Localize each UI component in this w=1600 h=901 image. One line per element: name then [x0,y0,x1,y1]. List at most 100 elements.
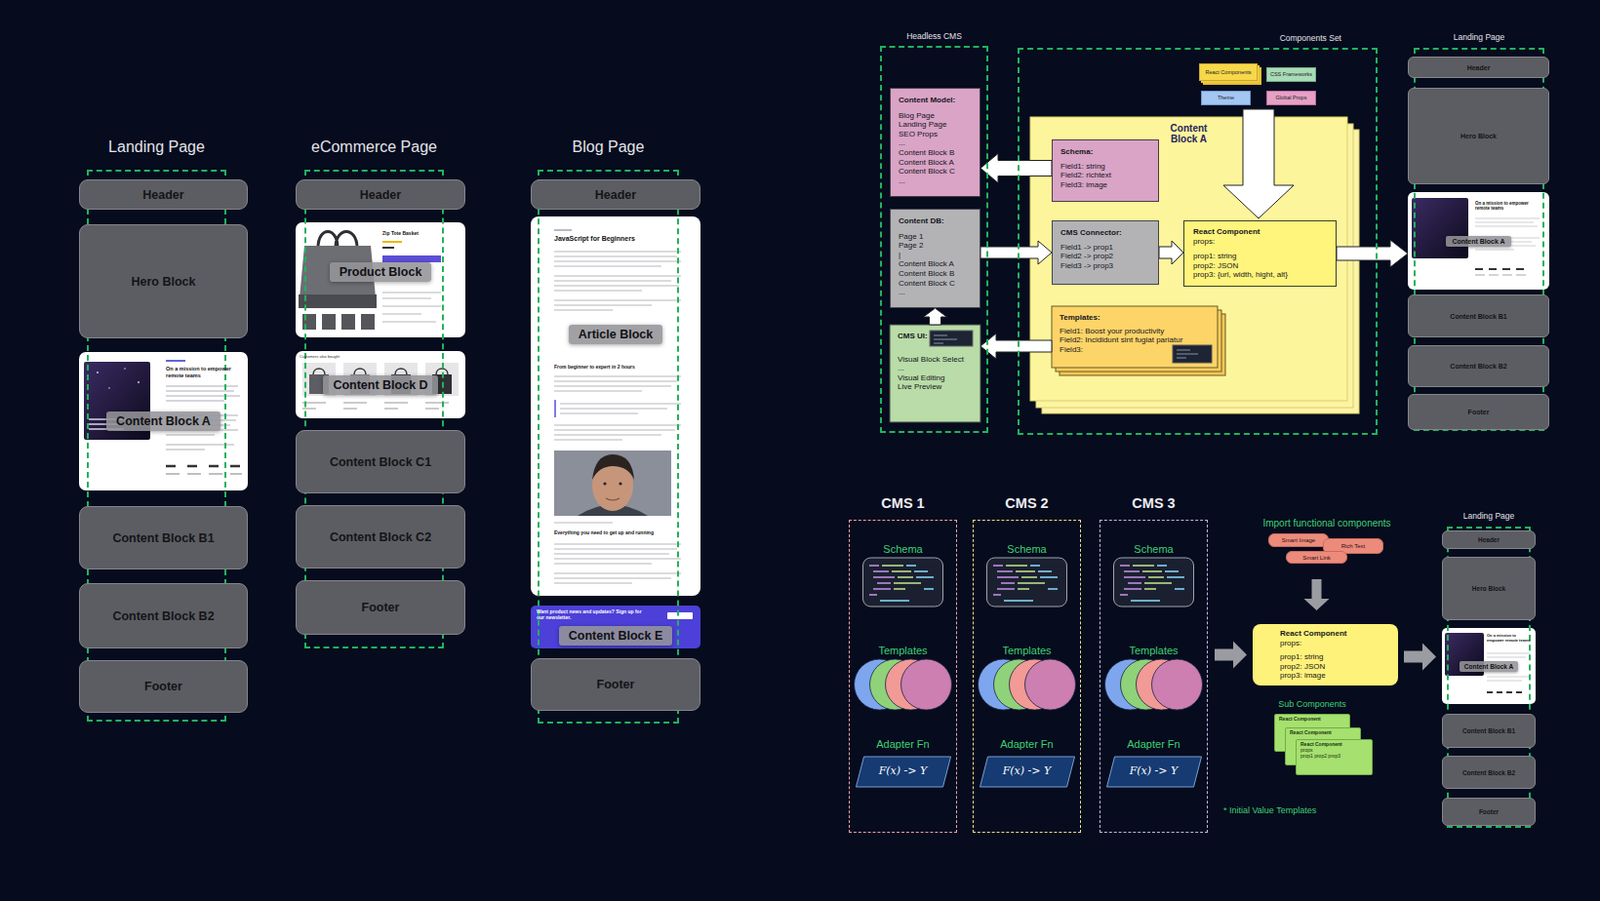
node-text: Schema [1006,543,1046,556]
cms-artwork [1120,565,1146,596]
component-panel-stack [1030,117,1360,414]
product-mockup [295,222,466,338]
node-text: Adapter Fn [1000,738,1053,751]
node-text: prop1: string [1193,251,1237,262]
cms-artwork [1009,659,1061,711]
landing-mockup-small [1475,268,1524,271]
node-text: Article Block [568,324,663,345]
article-mockup [554,400,557,418]
node-text: Content Block C2 [329,530,432,545]
mockup-block: Content Block D [295,351,466,419]
product-mockup [360,314,375,330]
info-box: CMS UI:Visual Block Select...Visual Edit… [889,324,981,423]
page-block: Content Block B1 [1441,714,1536,749]
info-box: Content DB:Page 1Page 2|Content Block AC… [889,208,981,309]
node-text: ... [898,176,906,187]
article-mockup [592,460,634,512]
cms-artwork [880,565,934,601]
cms-artwork [854,659,906,711]
node-text: Footer [597,678,636,692]
node-text: Page 2 [898,240,923,251]
flow-arrow [980,333,1052,360]
node-text: Content Block A [1160,122,1219,145]
product-row-mockup [295,351,466,419]
node-text: prop3: image [1280,671,1326,681]
flow-arrow [980,240,1052,265]
cms-artwork [856,757,952,788]
cms-column: CMS 3SchemaTemplatesAdapter FnF(x) -> Y [1098,519,1209,835]
page-column: Landing PageHeaderHero BlockContent Bloc… [1413,47,1545,432]
note-label: Sub Components [1268,699,1357,710]
node-text: Live Preview [897,382,942,393]
component-tag: CSS Frameworks [1266,67,1317,82]
landing-mockup-small [1441,628,1536,705]
node-text: Footer [361,600,400,615]
node-text: Smart Image [1281,537,1316,544]
cms-ui-panel [889,324,981,423]
page-block: Hero Block [1441,557,1536,621]
flow-arrow [980,154,1052,184]
node-text: F(x) -> Y [1129,764,1179,778]
node-text: prop1 prop2 prop3 [1300,754,1341,760]
region-heading: CMS 3 [1040,495,1268,512]
cms-artwork [1105,558,1203,788]
flow-arrow [1214,641,1247,670]
cms-region: Headless CMSContent Model:Blog PageLandi… [880,45,989,434]
node-text: F(x) -> Y [1002,764,1052,778]
page-block: Content Block C1 [295,430,466,494]
page-block: Footer [530,658,701,712]
page-block: Header [79,179,248,210]
node-text: Content Block C [898,279,956,289]
region-heading: Landing Page [1388,511,1590,521]
node-text: Landing Page [898,120,947,130]
node-text: Adapter Fn [1126,738,1180,751]
landing-mockup [123,367,126,370]
landing-mockup-small [1486,691,1522,694]
cms-ui-panel [933,335,958,344]
templates-block: Templates [1104,644,1203,712]
node-text: prop1: string [1280,652,1323,663]
node-text: ... [897,363,905,374]
page-block: Hero Block [79,224,248,339]
page-block: Content Block C2 [295,505,466,569]
product-mockup [318,232,358,249]
node-text: Global Props [1276,94,1308,101]
cms-artwork [869,565,895,596]
newsletter-mockup [667,612,693,620]
component-box: React Componentprops:prop1: stringprop2:… [1252,624,1399,686]
component-panel-stack [1030,117,1348,401]
note-label: * Initial Value Templates [1223,805,1360,816]
node-text: Blog Page [898,111,935,121]
page-block: Content Block B1 [79,506,248,570]
article-mockup [605,498,620,501]
page-column: Landing PageHeaderHero BlockContent Bloc… [86,169,227,722]
node-text: Schema [1133,543,1173,556]
mockup-block: Article Block [530,216,701,597]
node-text: Page 1 [898,232,923,242]
templates-stack [1051,306,1218,368]
region-heading: Blog Page [479,138,738,157]
article-mockup [530,216,701,597]
templates-stack [1172,345,1212,363]
node-text: React Components [1204,69,1251,76]
region-heading: CMS 2 [913,495,1141,512]
node-text: Header [595,188,637,202]
landing-mockup-small [1407,192,1550,290]
node-text: prop3: {url, width, hight, alt} [1193,270,1288,280]
region-heading: CMS 1 [789,495,1017,512]
mockup-block: Product Block [295,222,466,338]
region-heading: eCommerce Page [245,138,503,157]
node-text: ... [898,138,906,149]
page-block: Content Block B2 [79,583,248,649]
page-column: Blog PageHeaderArticle BlockContent Bloc… [537,169,680,724]
adapter-block: Adapter Fn F(x) -> Y [977,738,1077,790]
product-mockup [382,240,402,243]
cms-artwork [881,565,921,590]
node-text: React Component [1280,629,1347,640]
node-text: Content Block A [1445,236,1511,247]
component-tag: React Components [1199,63,1258,81]
node-text: Footer [1468,408,1490,416]
page-block: Header [1441,530,1536,550]
page-block: Header [530,179,701,210]
node-text: prop2: JSON [1193,261,1239,272]
